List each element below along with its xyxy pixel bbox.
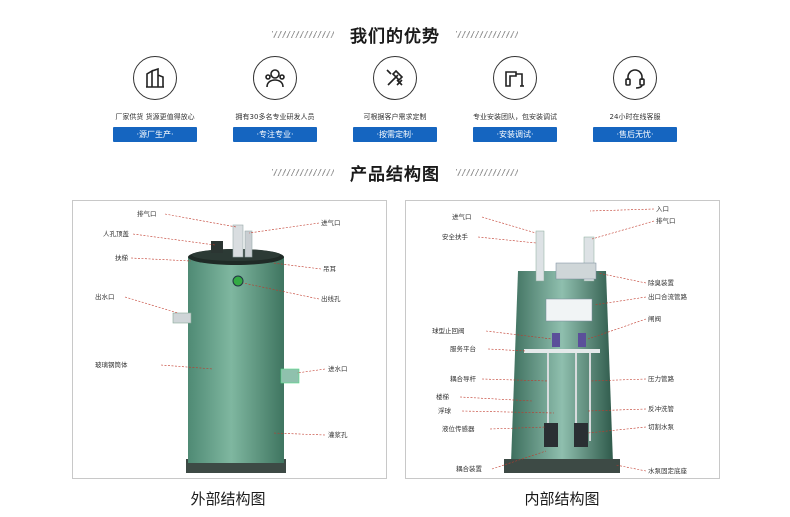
advantage-badge: ·安装调试· — [473, 127, 557, 142]
label-float-ball: 浮球 — [438, 407, 451, 415]
external-tank-illustration — [124, 213, 326, 473]
internal-caption: 内部结构图 — [524, 490, 600, 508]
hatch-decoration-left — [272, 168, 334, 176]
internal-tank-illustration — [459, 208, 655, 473]
advantage-item-custom: 可根据客户需求定制 ·按需定制· — [335, 56, 455, 142]
advantage-desc: 可根据客户需求定制 — [363, 113, 427, 121]
label-entrance: 入口 — [656, 205, 669, 213]
advantage-item-install: 专业安装团队，包安装调试 ·安装调试· — [455, 56, 575, 142]
label-backwash-pipe: 反冲洗管 — [648, 405, 674, 413]
advantage-item-service: 24小时在线客服 ·售后无忧· — [575, 56, 695, 142]
hatch-decoration-right — [456, 168, 518, 176]
label-grouting-hole: 灌浆孔 — [328, 431, 348, 439]
external-structure-panel: 排气口 人孔顶盖 进气口 扶梯 吊耳 出水口 出线孔 玻璃钢筒体 进水口 灌浆孔 — [72, 200, 387, 479]
label-air-inlet: 进气口 — [321, 219, 341, 227]
label-pressure-pipe: 压力管路 — [648, 375, 674, 383]
label-coupling-device: 耦合装置 — [456, 465, 482, 473]
headset-icon — [613, 56, 657, 100]
advantage-item-team: 拥有30多名专业研发人员 ·专注专业· — [215, 56, 335, 142]
label-level-sensor: 液位传感器 — [442, 425, 475, 433]
external-caption: 外部结构图 — [190, 490, 266, 508]
advantage-badge: ·源厂生产· — [113, 127, 197, 142]
label-ladder: 扶梯 — [115, 254, 128, 262]
hatch-decoration-left — [272, 30, 334, 38]
label-safety-handrail: 安全扶手 — [442, 233, 468, 241]
advantage-desc: 24小时在线客服 — [609, 113, 661, 121]
label-manhole-cover: 人孔顶盖 — [103, 230, 129, 238]
internal-structure-panel: 入口 进气口 排气口 安全扶手 除臭装置 出口合流管路 闸阀 球型止回阀 服务平… — [405, 200, 720, 479]
advantage-badge: ·专注专业· — [233, 127, 317, 142]
advantage-item-factory: 厂家供货 货源更值得放心 ·源厂生产· — [95, 56, 215, 142]
advantages-list: 厂家供货 货源更值得放心 ·源厂生产· 拥有30多名专业研发人员 ·专注专业· … — [95, 56, 695, 146]
advantage-badge: ·按需定制· — [353, 127, 437, 142]
advantage-desc: 拥有30多名专业研发人员 — [235, 113, 315, 121]
advantage-desc: 专业安装团队，包安装调试 — [473, 113, 557, 121]
label-exhaust-port-internal: 排气口 — [656, 217, 676, 225]
pipe-install-icon — [493, 56, 537, 100]
label-outlet-manifold: 出口合流管路 — [648, 293, 687, 301]
advantage-badge: ·售后无忧· — [593, 127, 677, 142]
label-exhaust-port: 排气口 — [137, 210, 157, 218]
label-stairs: 楼梯 — [436, 393, 449, 401]
factory-icon — [133, 56, 177, 100]
advantages-header: 我们的优势 — [0, 22, 790, 47]
team-icon — [253, 56, 297, 100]
label-air-inlet-internal: 进气口 — [452, 213, 472, 221]
label-frp-cylinder: 玻璃钢筒体 — [95, 361, 128, 369]
label-water-inlet: 进水口 — [328, 365, 348, 373]
structure-title: 产品结构图 — [350, 164, 440, 185]
label-water-outlet: 出水口 — [95, 293, 115, 301]
label-coupling-guide-rod: 耦合导杆 — [450, 375, 476, 383]
tools-icon — [373, 56, 417, 100]
label-deodorizer: 除臭装置 — [648, 279, 674, 287]
advantage-desc: 厂家供货 货源更值得放心 — [115, 113, 195, 121]
structure-header: 产品结构图 — [0, 160, 790, 185]
label-gate-valve: 闸阀 — [648, 315, 661, 323]
advantages-title: 我们的优势 — [350, 26, 440, 47]
label-ball-check-valve: 球型止回阀 — [432, 327, 465, 335]
label-lifting-lug: 吊耳 — [323, 265, 336, 273]
hatch-decoration-right — [456, 30, 518, 38]
label-cutting-pump: 切割水泵 — [648, 423, 674, 431]
label-pump-base: 水泵固定底座 — [648, 467, 687, 475]
label-service-platform: 服务平台 — [450, 345, 476, 353]
label-cable-hole: 出线孔 — [321, 295, 341, 303]
